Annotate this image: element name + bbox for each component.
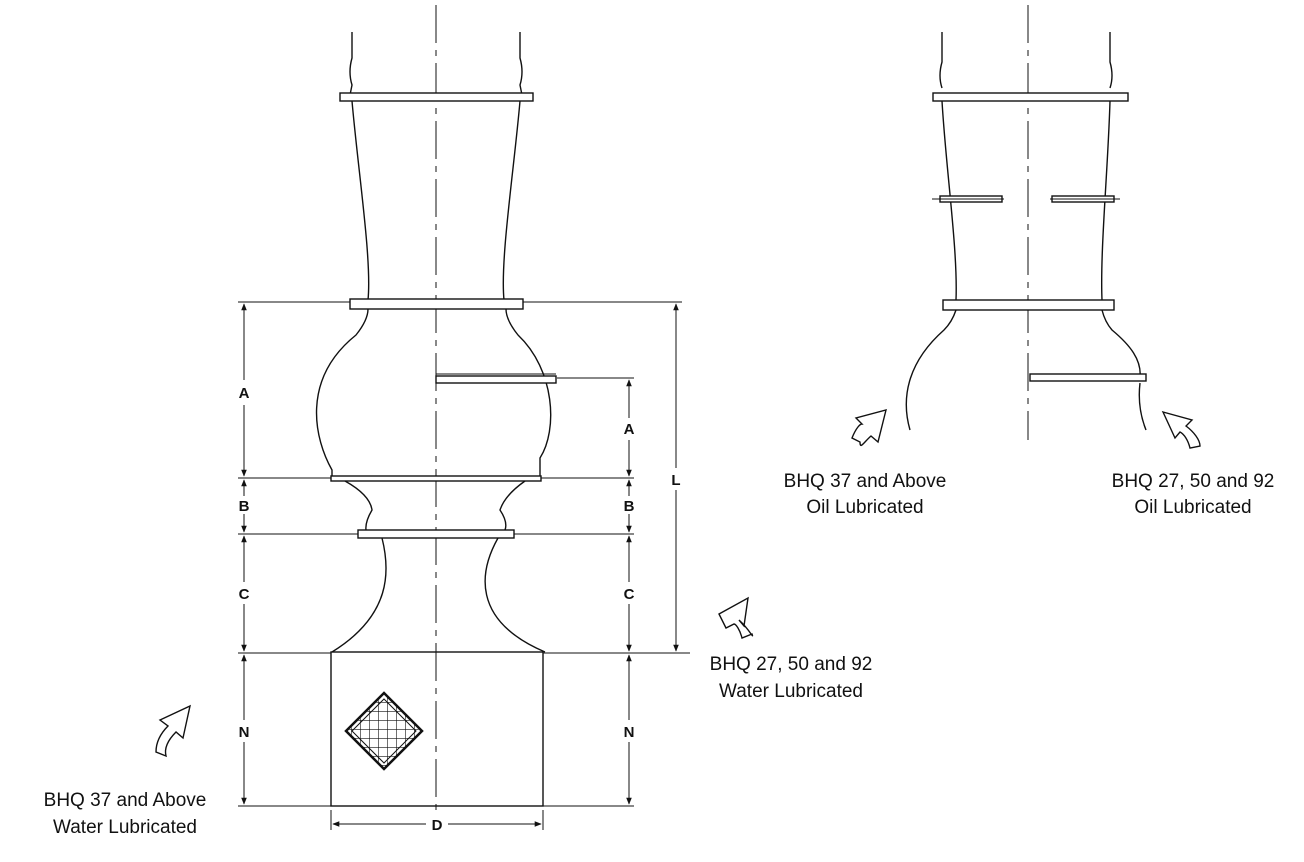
column-pipe xyxy=(349,32,523,96)
caption-water-37-above-line1: BHQ 37 and Above xyxy=(44,790,207,811)
detail-top-flange xyxy=(932,92,1129,102)
strainer-mesh-icon xyxy=(344,691,424,771)
dim-a-right: A xyxy=(624,421,635,438)
dim-a-left: A xyxy=(239,385,250,402)
callout-arrow-icon-oil-37-above xyxy=(851,409,887,446)
dim-c-right: C xyxy=(624,586,635,603)
discharge-flange xyxy=(349,298,524,310)
upper-bowl xyxy=(315,308,552,479)
detail-column-pipe xyxy=(939,32,1113,89)
dim-c-left: C xyxy=(239,586,250,603)
main-bowl-assembly xyxy=(315,5,557,810)
dim-d: D xyxy=(432,817,443,834)
dim-b-left: B xyxy=(239,498,250,515)
dim-n-left: N xyxy=(239,724,250,741)
caption-water-27-50-92-line1: BHQ 27, 50 and 92 xyxy=(710,654,873,675)
middle-flange xyxy=(357,529,515,539)
upper-bowl-base xyxy=(330,475,542,482)
callout-arrow-icon-water-27-50-92 xyxy=(718,596,754,639)
right-dimension-column: A B C N xyxy=(624,379,635,805)
caption-oil-27-50-92-line2: Oil Lubricated xyxy=(1134,497,1251,518)
column-flange xyxy=(339,92,534,102)
caption-oil-37-above: BHQ 37 and Above Oil Lubricated xyxy=(784,471,947,518)
oil-lubricated-detail xyxy=(905,5,1147,440)
detail-discharge-case xyxy=(941,100,1111,301)
detail-side-flange xyxy=(1029,373,1147,382)
bowl-neck xyxy=(344,480,526,531)
detail-bottom-flange xyxy=(942,299,1115,311)
caption-oil-27-50-92: BHQ 27, 50 and 92 Oil Lubricated xyxy=(1112,471,1275,518)
caption-oil-27-50-92-line1: BHQ 27, 50 and 92 xyxy=(1112,471,1275,492)
extension-lines xyxy=(238,301,690,830)
caption-water-27-50-92-line2: Water Lubricated xyxy=(719,681,863,702)
caption-water-27-50-92: BHQ 27, 50 and 92 Water Lubricated xyxy=(710,654,873,702)
dim-n-right: N xyxy=(624,724,635,741)
overall-length-dimension: L xyxy=(671,303,681,652)
callout-arrow-icon-water-37-above xyxy=(155,704,191,758)
strainer-body xyxy=(330,651,544,807)
suction-bell xyxy=(331,537,546,653)
callout-arrow-icon-oil-27-50-92 xyxy=(1161,410,1201,449)
discharge-case xyxy=(351,100,521,301)
bowl-side-flange xyxy=(435,375,557,384)
diameter-dimension: D xyxy=(332,817,542,834)
left-dimension-column: A B C N xyxy=(239,303,250,805)
caption-oil-37-above-line1: BHQ 37 and Above xyxy=(784,471,947,492)
dim-l: L xyxy=(671,472,680,489)
caption-water-37-above-line2: Water Lubricated xyxy=(53,817,197,838)
caption-oil-37-above-line2: Oil Lubricated xyxy=(806,497,923,518)
caption-water-37-above: BHQ 37 and Above Water Lubricated xyxy=(44,790,207,838)
detail-bowl-shell xyxy=(905,309,1141,431)
dim-b-right: B xyxy=(624,498,635,515)
